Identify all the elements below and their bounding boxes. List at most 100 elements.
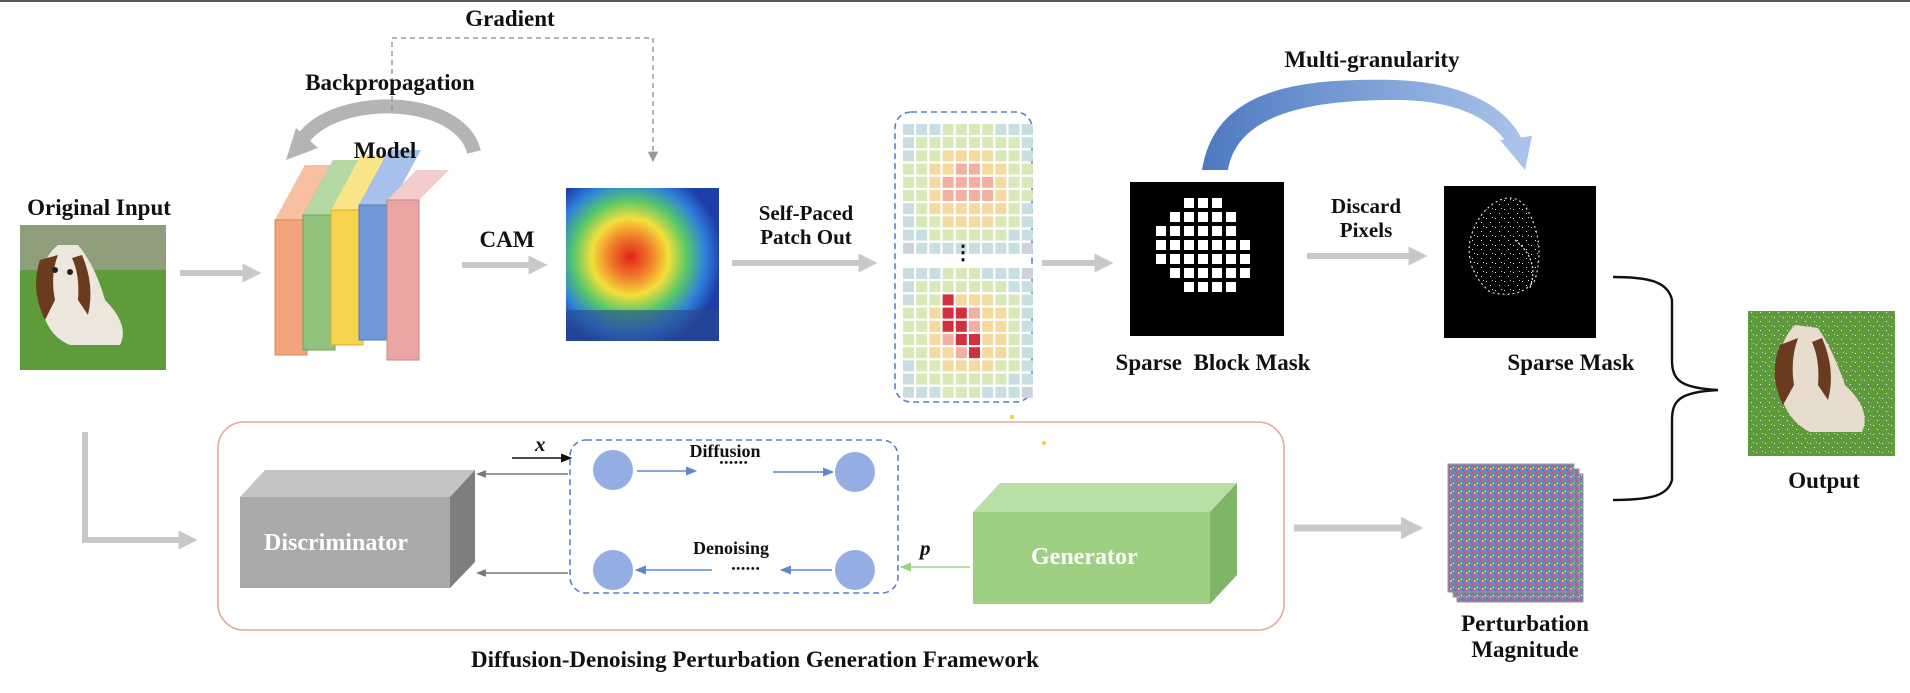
patch-cell [995,163,1007,175]
patch-cell [969,124,980,135]
patch-cell [929,203,941,215]
combine-brace [1612,275,1719,502]
patch-cell [1021,137,1033,149]
patch-cell [903,281,914,293]
patch-ellipsis: ⋮ [953,242,973,264]
patch-cell [995,190,1007,201]
patch-cell [1021,307,1033,319]
output-image [1748,311,1895,456]
mask-block [1198,268,1208,278]
output-label: Output [1788,468,1860,493]
patch-cell [969,190,980,201]
patch-cell [955,124,967,135]
mask-block [1240,240,1250,250]
patch-cell [903,124,914,135]
patch-cell [942,242,954,254]
mask-block [1184,268,1194,278]
patch-cell [942,360,954,372]
patch-cell [903,203,914,215]
patch-cell [1008,176,1020,188]
patch-cell [1021,150,1033,162]
diffusion-end-node [835,452,875,492]
patch-cell [969,386,980,398]
mask-block [1226,240,1236,250]
patch-cell [942,281,954,293]
patch-cell [982,190,994,201]
stray-dot [1010,415,1014,419]
patch-cell [955,150,967,162]
patch-cell [955,320,967,332]
patch-cell [929,373,941,385]
discard-line2: Pixels [1339,218,1393,243]
patch-cell [969,334,980,345]
patch-cell [1008,294,1020,306]
patch-cell [982,229,994,241]
generator-label: Generator [1031,544,1138,570]
patch-cell [969,360,980,372]
mask-block [1212,226,1222,236]
patch-cell [982,360,994,372]
patch-cell [942,150,954,162]
patch-cell [995,176,1007,188]
patch-cell [969,176,980,188]
patch-cell [916,294,928,306]
patch-cell [929,176,941,188]
patch-cell [1021,176,1033,188]
diffusion-start-node [593,450,633,490]
patch-cell [1008,268,1020,279]
patch-cell [903,137,914,149]
patch-cell [969,281,980,293]
mask-block [1184,198,1194,208]
patch-cell [1021,216,1033,228]
patch-cell [929,307,941,319]
patch-cell [929,229,941,241]
patch-cell [903,216,914,228]
denoising-dots: •••••• [731,563,761,575]
backpropagation-arc [296,99,481,155]
patch-cell [929,347,941,359]
patch-cell [995,229,1007,241]
patch-cell [1008,307,1020,319]
patch-cell [1021,373,1033,385]
patch-cell [955,163,967,175]
gradient-label: Gradient [465,6,555,31]
patch-cell [995,216,1007,228]
patch-out-box [894,111,1033,403]
patch-cell [916,334,928,345]
patch-grid-bottom [903,268,1033,398]
diffusion-label: Diffusion [689,441,761,461]
patch-cell [995,320,1007,332]
mask-block [1226,212,1236,222]
mask-block [1184,226,1194,236]
diffusion-dots: •••••• [719,457,749,469]
patch-cell [982,347,994,359]
patch-cell [929,242,941,254]
sparse-block-mask-blocks [1156,198,1250,292]
patch-cell [1008,190,1020,201]
patch-cell [929,294,941,306]
mask-block [1170,212,1180,222]
patch-cell [982,373,994,385]
patch-grid-top [903,124,1033,254]
perturbation-line1: Perturbation [1461,611,1589,636]
patch-cell [929,360,941,372]
patch-cell [916,373,928,385]
patch-cell [955,294,967,306]
patch-cell [982,307,994,319]
patch-cell [982,386,994,398]
original-input-image [20,225,166,370]
self-paced-label: Self-Paced Patch Out [759,201,853,249]
patch-cell [942,268,954,279]
patch-cell [969,150,980,162]
patch-cell [942,320,954,332]
patch-cell [982,281,994,293]
patch-cell [916,203,928,215]
patch-cell [995,334,1007,345]
patch-cell [942,163,954,175]
patch-cell [903,360,914,372]
patch-cell [1021,294,1033,306]
mask-block [1184,254,1194,264]
mask-block [1156,240,1166,250]
patch-cell [929,334,941,345]
